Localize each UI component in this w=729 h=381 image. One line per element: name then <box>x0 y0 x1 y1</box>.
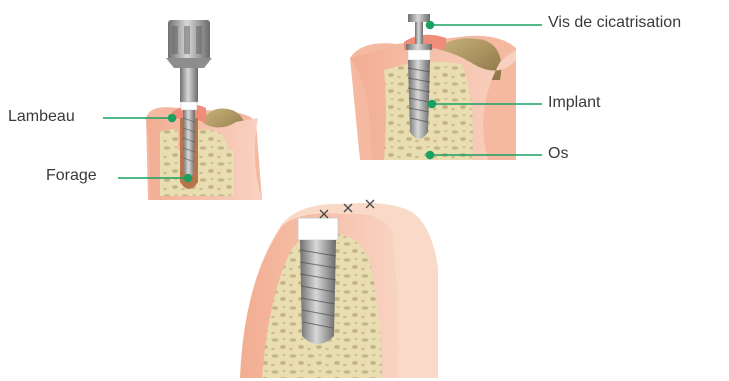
leader-dot-implant <box>429 101 436 108</box>
leader-dot-os <box>427 152 434 159</box>
drilling-panel <box>146 20 262 200</box>
leader-dot-vis <box>427 22 434 29</box>
leader-dot-lambeau <box>169 115 176 122</box>
drill-shaft <box>180 68 198 102</box>
sutured-panel <box>240 200 438 378</box>
drill-neck <box>166 58 212 68</box>
leader-dot-forage <box>185 175 192 182</box>
label-forage: Forage <box>46 167 97 185</box>
label-os: Os <box>548 145 568 163</box>
implant-panel <box>350 14 516 160</box>
healing-screw-shaft <box>415 22 423 44</box>
implant-cap <box>298 218 338 240</box>
label-lambeau: Lambeau <box>8 108 75 126</box>
label-implant: Implant <box>548 94 600 112</box>
label-vis-de-cicatrisation: Vis de cicatrisation <box>548 14 681 32</box>
healing-screw-head <box>408 14 430 22</box>
